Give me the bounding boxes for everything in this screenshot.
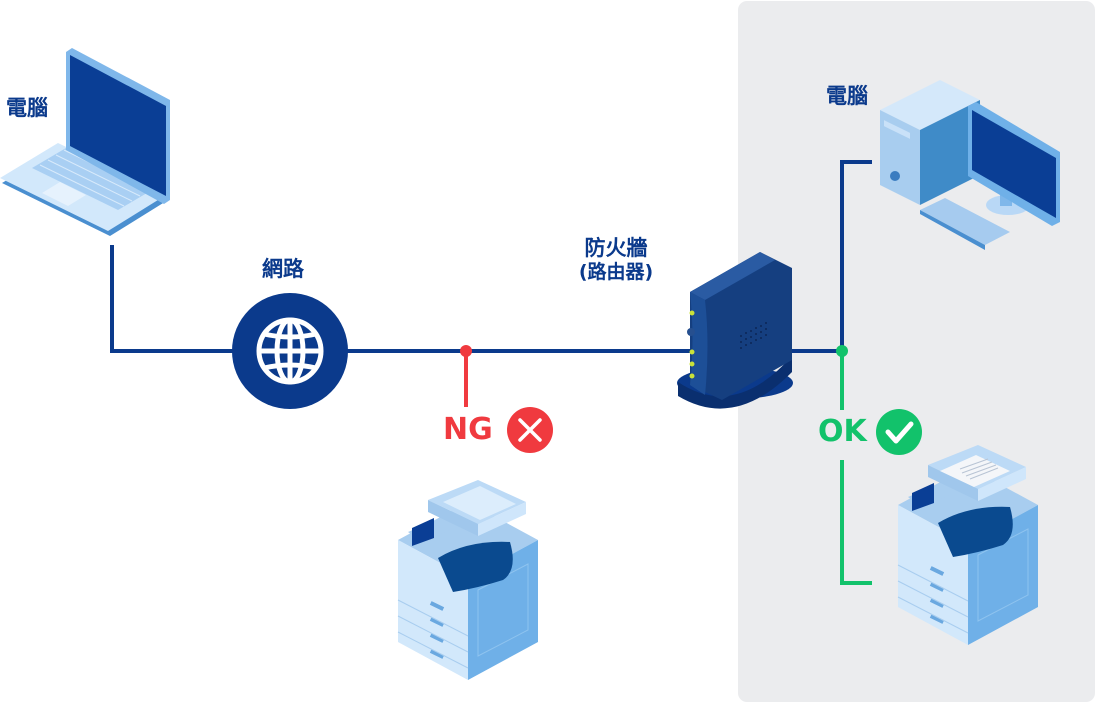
desktop-pc-icon — [880, 80, 1060, 250]
ng-status-text: NG — [443, 412, 493, 447]
desktop-label: 電腦 — [826, 84, 868, 108]
laptop-label: 電腦 — [6, 96, 48, 120]
multifunction-printer-icon-outside — [397, 480, 538, 680]
check-circle-icon — [876, 409, 922, 455]
laptop-to-internet-line — [110, 245, 240, 353]
router-icon — [677, 252, 793, 409]
globe-icon — [232, 293, 348, 409]
ng-junction-dot — [460, 345, 472, 357]
ok-branch-line-lower — [840, 460, 872, 585]
ok-junction-dot — [836, 345, 848, 357]
laptop-icon — [0, 48, 170, 236]
lan-to-desktop-line — [840, 160, 872, 351]
ok-status-text: OK — [818, 414, 867, 449]
firewall-label-line1: 防火牆 — [584, 236, 648, 260]
internet-label: 網路 — [262, 257, 304, 281]
multifunction-printer-icon-inside — [897, 445, 1038, 645]
firewall-label: 防火牆 (路由器) — [570, 236, 662, 284]
firewall-label-line2: (路由器) — [578, 261, 654, 283]
cross-circle-icon — [507, 407, 553, 453]
